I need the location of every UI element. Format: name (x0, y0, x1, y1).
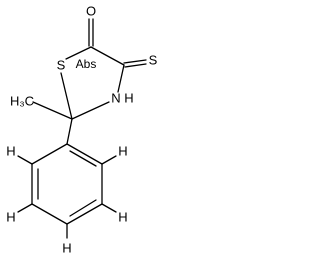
phenyl-bond-1 (66, 143, 103, 165)
ch-bond-6 (17, 155, 33, 165)
aromatic-h-3: H (118, 210, 127, 225)
bond-n-to-thione-c (117, 64, 125, 93)
stereo-abs-label: Abs (76, 57, 97, 71)
aromatic-h-6: H (6, 144, 15, 159)
bond-to-phenyl (66, 118, 73, 145)
bond-carbonyl-c-to-s (65, 46, 92, 60)
atom-oxygen: O (86, 4, 96, 19)
aromatic-h-2: H (118, 144, 127, 159)
phenyl-inner-double-1 (69, 150, 97, 167)
atom-thione-sulfur: S (149, 53, 158, 68)
molecule-svg: O S Abs S N H H₃C H H H H H (6, 4, 158, 256)
atom-nh-hydrogen: H (124, 91, 133, 106)
aromatic-h-5: H (6, 210, 15, 225)
ch-bond-3 (101, 203, 117, 213)
phenyl-bond-3 (66, 203, 103, 225)
bond-quaternary-c-to-n (71, 101, 110, 120)
bond-thione-double-2 (124, 63, 147, 68)
bond-methyl (32, 101, 73, 120)
atom-nitrogen: N (111, 91, 120, 106)
atom-ring-sulfur: S (57, 58, 66, 73)
phenyl-inner-double-2 (69, 199, 97, 217)
methyl-label: H₃C (10, 94, 34, 109)
phenyl-bond-4 (31, 203, 68, 225)
bond-s-to-quaternary-c (60, 72, 73, 120)
aromatic-h-4: H (62, 241, 71, 256)
ch-bond-2 (101, 155, 117, 165)
ch-bond-5 (17, 203, 33, 213)
structure-diagram: O S Abs S N H H₃C H H H H H (6, 4, 158, 256)
phenyl-bond-6 (31, 143, 68, 165)
bond-thione-double-1 (123, 59, 147, 64)
bond-thione-c-to-carbonyl-c (90, 46, 125, 66)
